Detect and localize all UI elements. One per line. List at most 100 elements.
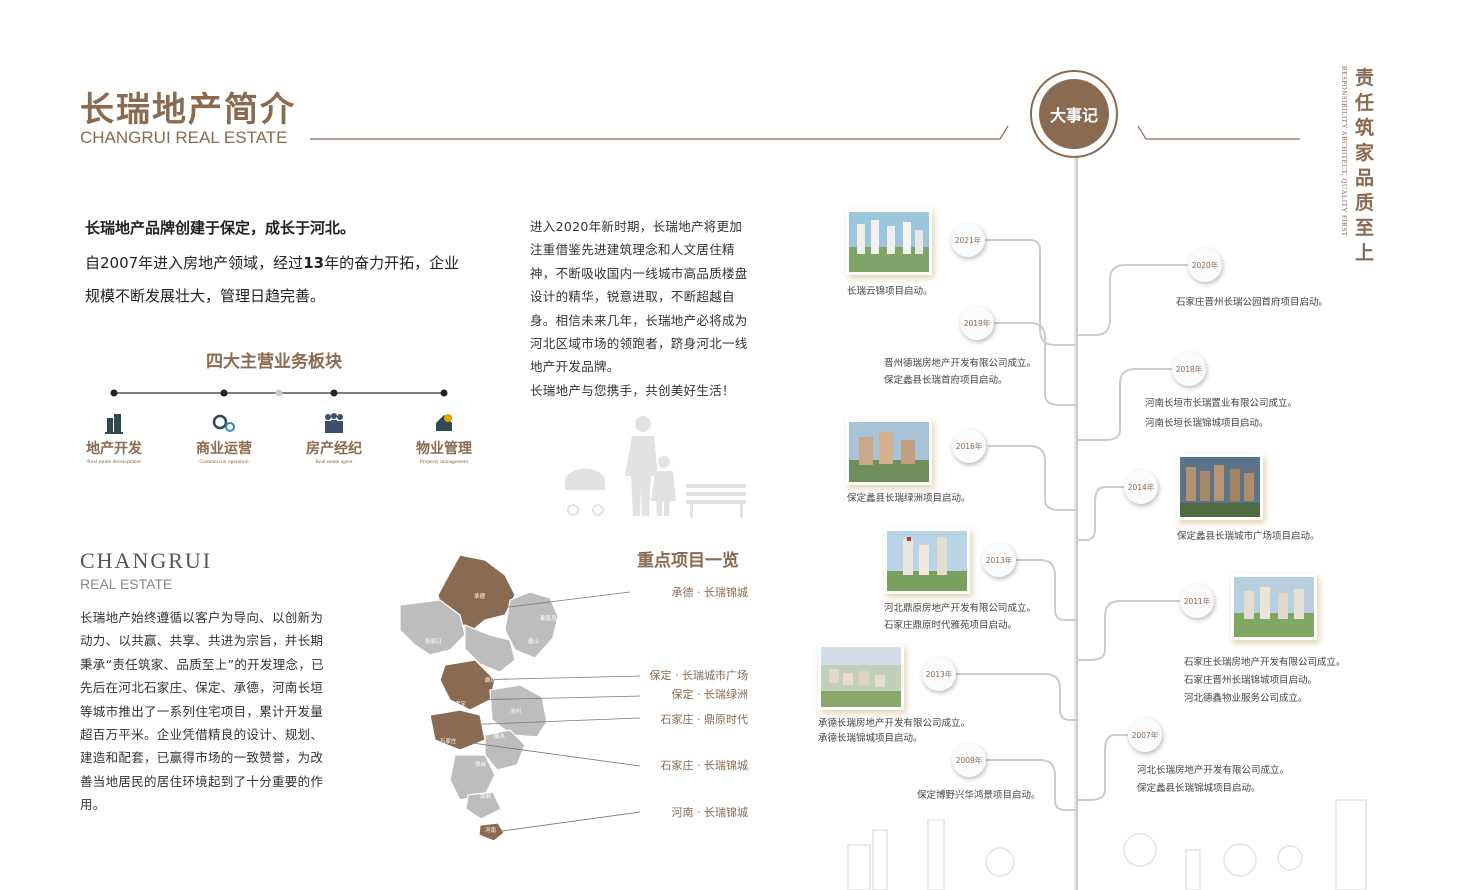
map-label: 衡水 (494, 734, 506, 740)
event-line: 河北德鑫物业服务公司成立。 (1184, 693, 1308, 704)
intro-body-pre: 自2007年进入房地产领域，经过 (85, 254, 304, 272)
event-text: 晋州德瑞房地产开发有限公司成立。保定蠡县长瑞首府项目启动。 (884, 355, 1036, 389)
event-text: 河北鼎原房地产开发有限公司成立。石家庄鼎原时代雅苑项目启动。 (884, 600, 1036, 634)
mid-text-closing: 长瑞地产与您携手，共创美好生活！ (530, 382, 735, 398)
project-photo (1231, 574, 1317, 640)
map-label: 秦皇岛 (540, 616, 557, 622)
business-item-development: 地产开发 Real estate development (69, 412, 159, 465)
event-text: 河南长垣市长瑞置业有限公司成立。河南长垣长瑞锦城项目启动。 (1145, 394, 1297, 434)
map-label: 邢台 (475, 762, 487, 768)
year-marker: 2014年 (1124, 470, 1158, 504)
event-line: 河北长瑞房地产开发有限公司成立。 (1137, 765, 1290, 776)
project-item: 保定 · 长瑞绿洲 (671, 688, 749, 701)
timeline-tree (956, 150, 1188, 890)
map-label: 唐山 (528, 639, 540, 645)
year-marker: 2020年 (1188, 248, 1222, 282)
slogan-cn: 责任筑家 品质至上 (1355, 67, 1375, 264)
projects-title: 重点项目一览 (637, 551, 739, 571)
event-line: 长瑞云锦项目启动。 (847, 286, 933, 297)
event-line: 承德长瑞房地产开发有限公司成立。 (818, 718, 971, 729)
year-marker: 2009年 (952, 743, 986, 777)
project-item: 保定 · 长瑞城市广场 (649, 669, 749, 682)
map-label: 承德 (474, 594, 486, 600)
year-marker: 2019年 (960, 306, 994, 340)
event-line: 保定蠡县长瑞城市广场项目启动。 (1177, 531, 1320, 542)
year-marker: 2021年 (951, 223, 985, 257)
changrui-body: 长瑞地产始终遵循以客户为导向、以创新为动力、以共赢、共享、共进为宗旨，并长期秉承… (80, 610, 324, 813)
project-photo (1177, 454, 1263, 520)
map-label: 河南 (485, 828, 497, 834)
map-pointers (449, 591, 641, 833)
map-label: 石家庄 (440, 739, 457, 745)
event-text: 保定蠡县长瑞城市广场项目启动。 (1177, 528, 1320, 545)
intro-headline: 长瑞地产品牌创建于保定，成长于河北。 (85, 219, 356, 237)
intro-body-number: 13 (303, 254, 325, 272)
year-marker: 2007年 (1128, 718, 1162, 752)
mid-text-body: 进入2020年新时期，长瑞地产将更加注重借鉴先进建筑理念和人文居住精神，不断吸收… (530, 219, 748, 375)
header-divider (310, 125, 1300, 140)
event-text: 石家庄晋州长瑞公园首府项目启动。 (1176, 294, 1328, 311)
map-label: 沧州 (510, 709, 522, 715)
map-label: 张家口 (425, 639, 442, 645)
event-text: 保定博野兴华鸿景项目启动。 (917, 787, 1041, 804)
event-text: 保定蠡县长瑞绿洲项目启动。 (847, 490, 971, 507)
year-marker: 2013年 (982, 543, 1016, 577)
year-marker: 2018年 (1172, 352, 1206, 386)
project-photo (846, 419, 932, 485)
people-icon (325, 413, 343, 433)
event-line: 晋州德瑞房地产开发有限公司成立。 (884, 358, 1037, 369)
map-label: 廊坊 (485, 678, 497, 684)
business-label: 地产开发 (86, 441, 142, 457)
event-line: 承德长瑞锦城项目启动。 (818, 733, 923, 744)
event-line: 河南长垣市长瑞置业有限公司成立。 (1145, 398, 1298, 409)
event-line: 保定蠡县长瑞绿洲项目启动。 (847, 493, 971, 504)
year-marker: 2011年 (1180, 584, 1214, 618)
event-line: 石家庄晋州长瑞锦城项目启动。 (1184, 675, 1318, 686)
intro-body-post: 年的奋力开拓，企业规模不断发展壮大，管理日趋完善。 (85, 254, 460, 305)
project-item: 石家庄 · 鼎原时代 (660, 713, 749, 726)
event-text: 承德长瑞房地产开发有限公司成立。承德长瑞锦城项目启动。 (818, 716, 970, 746)
business-item-commercial: 商业运营 Commercial operation (179, 412, 269, 465)
page-subtitle: CHANGRUI REAL ESTATE (80, 128, 288, 147)
business-label-en: Commercial operation (199, 459, 249, 465)
buildings-icon (105, 414, 123, 434)
business-connector (110, 389, 448, 397)
project-photo (884, 528, 970, 594)
slogan-en: RESPONSIBILITY ARCHITECT, QUALITY FIRST (1340, 66, 1348, 237)
event-text: 石家庄长瑞房地产开发有限公司成立。石家庄晋州长瑞锦城项目启动。河北德鑫物业服务公… (1184, 654, 1346, 708)
business-item-property: 物业管理 Property management (399, 412, 489, 465)
business-label-en: Property management (419, 459, 469, 465)
event-line: 保定蠡县长瑞锦城项目启动。 (1137, 783, 1261, 794)
business-label-en: Real estate development (87, 459, 141, 465)
timeline-badge: 大事记 (1030, 70, 1118, 158)
year-marker: 2016年 (952, 429, 986, 463)
business-label: 物业管理 (416, 441, 472, 457)
mid-text: 进入2020年新时期，长瑞地产将更加注重借鉴先进建筑理念和人文居住精神，不断吸收… (530, 215, 752, 402)
changrui-title: CHANGRUI (80, 548, 213, 573)
skyline-decor (847, 799, 1367, 890)
event-line: 河南长垣长瑞锦城项目启动。 (1145, 418, 1269, 429)
event-line: 保定蠡县长瑞首府项目启动。 (884, 375, 1008, 386)
business-label: 房产经纪 (306, 441, 362, 457)
project-item: 石家庄 · 长瑞锦城 (660, 759, 749, 772)
family-silhouette (565, 416, 746, 518)
changrui-subtitle: REAL ESTATE (80, 576, 173, 592)
event-text: 河北长瑞房地产开发有限公司成立。保定蠡县长瑞锦城项目启动。 (1137, 762, 1289, 798)
map-label: 邯郸 (480, 794, 492, 800)
project-photo (818, 644, 904, 710)
project-photo (846, 209, 932, 275)
event-line: 保定博野兴华鸿景项目启动。 (917, 790, 1041, 801)
event-line: 石家庄鼎原时代雅苑项目启动。 (884, 620, 1018, 631)
intro-body: 自2007年进入房地产领域，经过13年的奋力开拓，企业规模不断发展壮大，管理日趋… (85, 247, 465, 313)
project-item: 承德 · 长瑞锦城 (671, 586, 749, 599)
page-title: 长瑞地产简介 (80, 90, 296, 130)
year-marker: 2013年 (922, 657, 956, 691)
map-label: 保定 (455, 702, 467, 708)
business-label-en: Real estate agent (315, 459, 353, 465)
house-gear-icon (436, 414, 452, 431)
project-item: 河南 · 长瑞锦城 (671, 806, 749, 819)
event-line: 石家庄长瑞房地产开发有限公司成立。 (1184, 657, 1346, 668)
business-title: 四大主营业务板块 (206, 352, 342, 372)
gears-icon (212, 414, 235, 432)
